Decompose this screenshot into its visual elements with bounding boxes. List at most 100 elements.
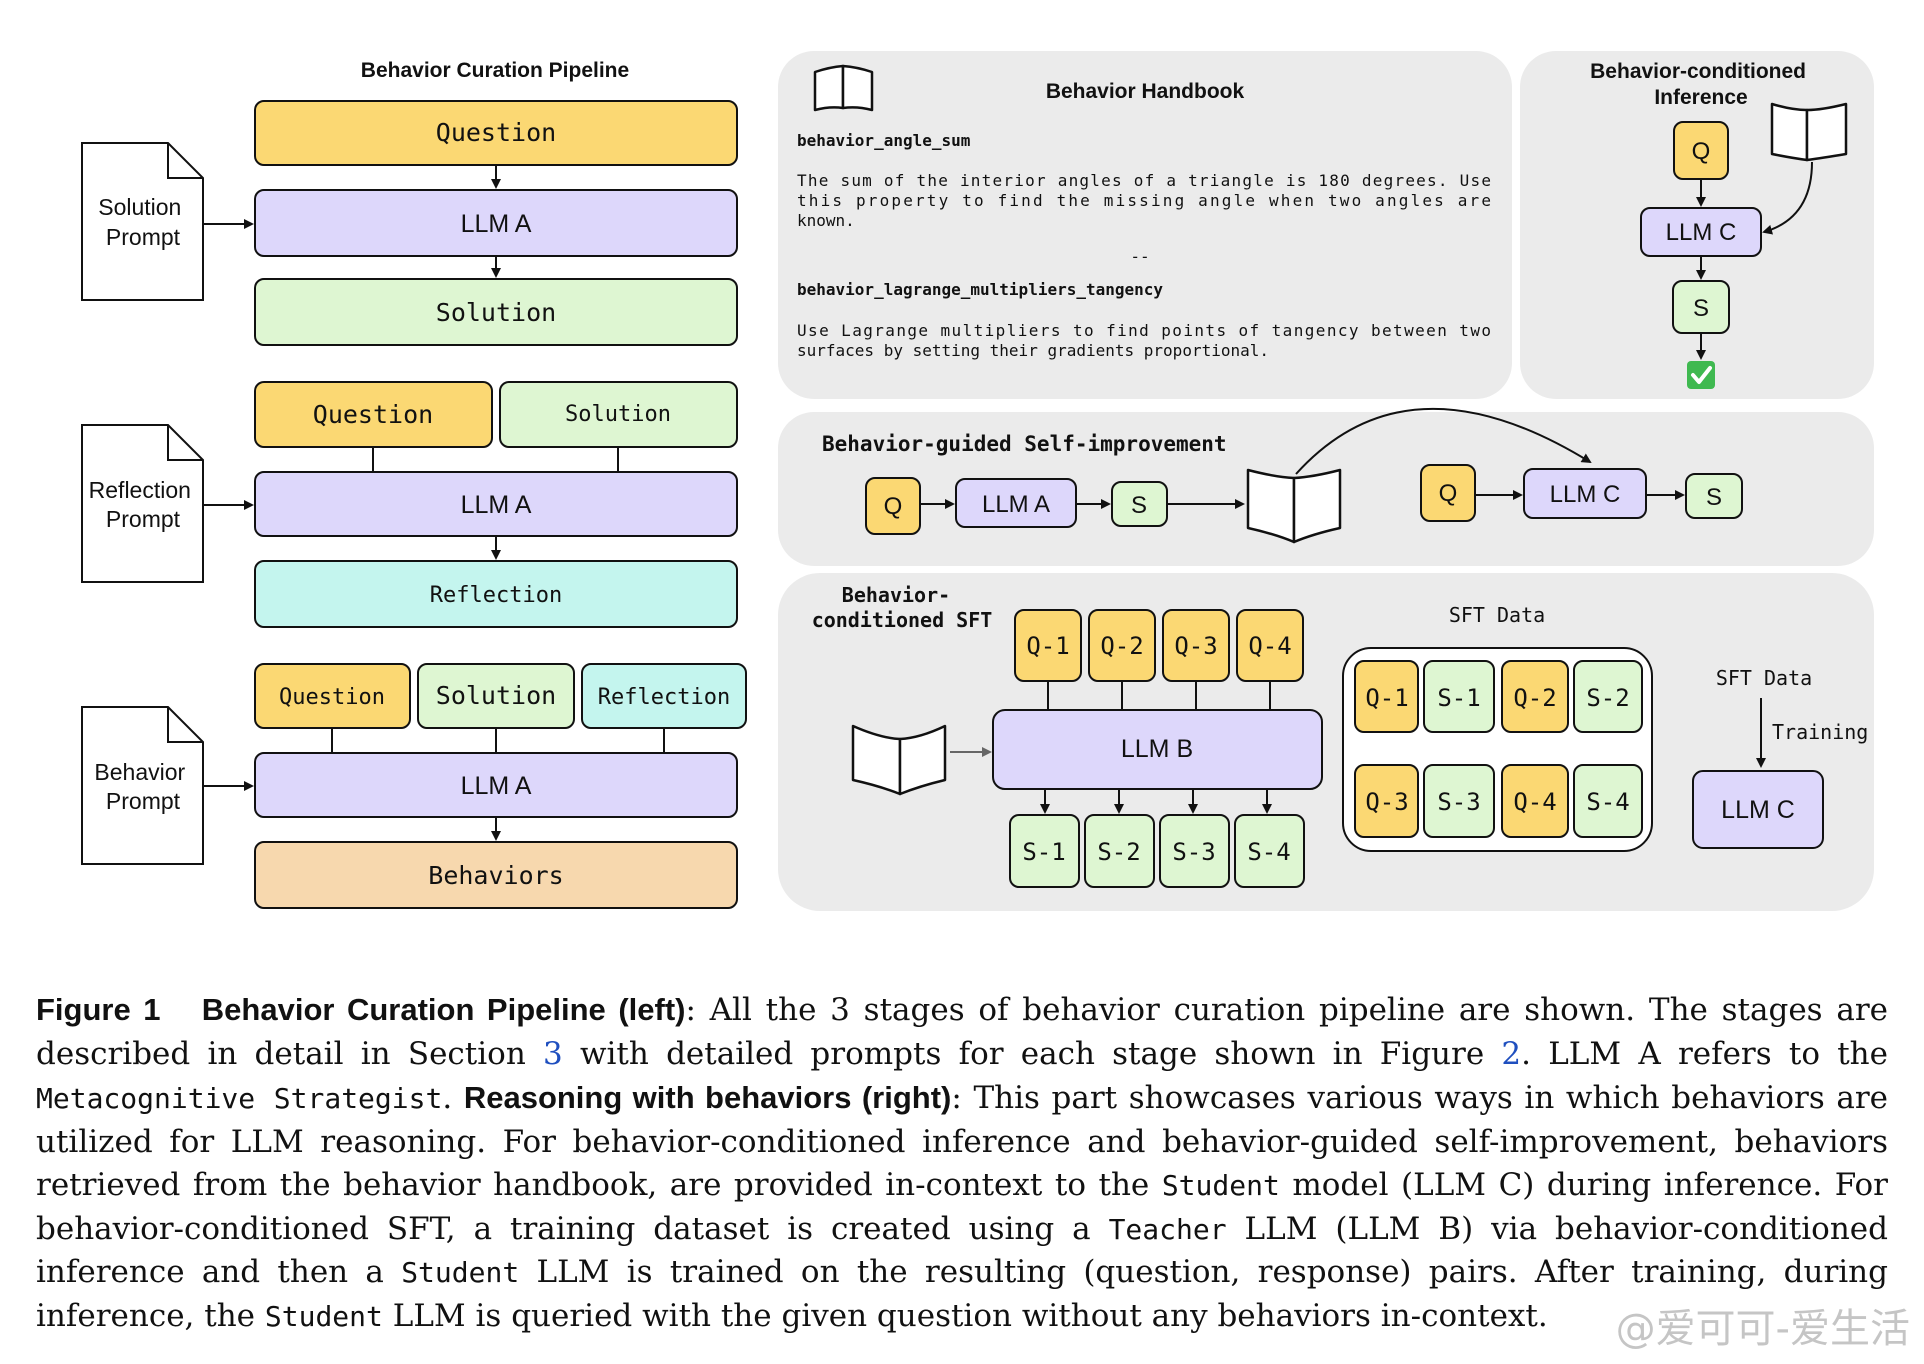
- s-box: [1084, 814, 1155, 888]
- caption-text: with detailed prompts for each stage sho…: [562, 1035, 1502, 1072]
- behaviors-box: [254, 841, 738, 909]
- llm-c-box: [1523, 468, 1647, 519]
- figure-reference-link[interactable]: 2: [1501, 1035, 1522, 1072]
- solution-prompt-label: Solution Prompt: [98, 194, 188, 250]
- caption-text: .: [442, 1080, 464, 1116]
- s-label: S-3: [1172, 838, 1215, 866]
- training-label: Training: [1772, 720, 1868, 744]
- reflection-label: Reflection: [598, 685, 730, 710]
- s-label: S: [1706, 484, 1722, 511]
- s-label: S-3: [1437, 788, 1480, 816]
- q-label: Q-3: [1365, 788, 1408, 816]
- llm-a-label: LLM A: [982, 491, 1050, 518]
- open-book-icon: [851, 724, 947, 796]
- stage-3: Behavior Prompt Question Solution Reflec…: [81, 663, 747, 909]
- sft-pair-row: Q-3 S-3 Q-4 S-4: [1354, 764, 1643, 838]
- solution-box: [499, 381, 738, 448]
- caption-code: Student: [1161, 1169, 1280, 1202]
- llm-a-label: LLM A: [461, 210, 532, 238]
- right-heading: Reasoning with behaviors (right): [463, 1080, 952, 1115]
- caption-text: : This part showcases various ways in wh…: [36, 1080, 1888, 1203]
- watermark: @爱可可-爱生活: [1615, 1306, 1910, 1352]
- q-box: [1354, 764, 1419, 838]
- q-label: Q-4: [1513, 788, 1556, 816]
- solution-prompt-doc-icon: [81, 142, 204, 301]
- handbook-separator: --: [1130, 247, 1149, 266]
- open-book-icon: [813, 64, 874, 112]
- q-label: Q: [884, 493, 903, 520]
- q-box: [1501, 764, 1569, 838]
- question-label: Question: [436, 118, 556, 147]
- llm-a-label: LLM A: [461, 491, 532, 519]
- llm-a-label: LLM A: [461, 772, 532, 800]
- left-heading: Behavior Curation Pipeline (left): [201, 992, 686, 1027]
- q-label: Q-3: [1174, 632, 1217, 660]
- caption-text: LLM is trained on the resulting (questio…: [36, 1254, 1888, 1334]
- caption-text: model (LLM C) during inference. For beha…: [36, 1167, 1889, 1247]
- behavior-description: The sum of the interior angles of a tria…: [797, 171, 1503, 230]
- q-label: Q-4: [1248, 632, 1291, 660]
- open-book-icon: [1246, 468, 1342, 544]
- s-box: [1009, 814, 1080, 888]
- handbook-title: Behavior Handbook: [1046, 80, 1245, 103]
- caption-code: Student: [264, 1299, 383, 1333]
- q-label: Q-2: [1100, 632, 1143, 660]
- reflection-box: [581, 663, 747, 729]
- sft-data-title: SFT Data: [1449, 603, 1545, 627]
- solution-label: Solution: [436, 298, 556, 327]
- inference-title: Behavior-conditioned Inference: [1590, 60, 1812, 109]
- q-label: Q-1: [1365, 684, 1408, 712]
- s-box: [1159, 814, 1230, 888]
- sft-title: Behavior- conditioned SFT: [812, 583, 993, 632]
- behavior-name: behavior_lagrange_multipliers_tangency: [797, 280, 1163, 299]
- s-label: S: [1131, 492, 1147, 519]
- caption-code: Metacognitive Strategist: [36, 1082, 443, 1115]
- q-box: [1354, 660, 1419, 733]
- reflection-prompt-doc-icon: [81, 424, 204, 583]
- reflection-label: Reflection: [430, 583, 562, 608]
- llm-c-label: LLM C: [1666, 219, 1737, 246]
- handbook-panel: [778, 51, 1512, 399]
- solution-box: [254, 278, 738, 346]
- q-label: Q-2: [1513, 684, 1556, 712]
- caption-text: LLM is queried with the given question w…: [382, 1297, 1548, 1334]
- s-label: S-4: [1247, 838, 1290, 866]
- s-box: [1573, 660, 1643, 733]
- caption-code: Teacher: [1108, 1212, 1227, 1246]
- behaviors-label: Behaviors: [428, 861, 563, 890]
- question-label: Question: [279, 685, 385, 710]
- q-box: [1420, 464, 1476, 522]
- s-label: S-2: [1097, 838, 1140, 866]
- open-book-icon: [1770, 102, 1848, 162]
- question-box: [254, 663, 411, 729]
- solution-label: Solution: [436, 681, 556, 710]
- solution-box: [417, 663, 575, 729]
- s-box: [1234, 814, 1305, 888]
- llm-b-label: LLM B: [1121, 735, 1193, 763]
- caption-text: . LLM A refers to the: [1521, 1035, 1888, 1072]
- sft-question-row: Q-1 Q-2 Q-3 Q-4: [1014, 609, 1304, 682]
- q-label: Q: [1439, 480, 1458, 507]
- behavior-name: behavior_angle_sum: [797, 131, 971, 150]
- behavior-prompt-doc-icon: [81, 706, 204, 865]
- s-label: S-2: [1586, 684, 1629, 712]
- llm-c-label: LLM C: [1550, 481, 1621, 508]
- caption-code: Student: [401, 1256, 520, 1289]
- figure-caption: Figure 1 Behavior Curation Pipeline (lef…: [36, 988, 1888, 1338]
- solution-label: Solution: [565, 402, 671, 427]
- s-label: S: [1693, 295, 1709, 322]
- question-label: Question: [313, 400, 433, 429]
- figure-diagram: Behavior Curation Pipeline Solution Prom…: [81, 51, 1874, 911]
- pipeline-title: Behavior Curation Pipeline: [361, 59, 629, 82]
- caption-text: LLM (LLM B) via behavior-conditioned inf…: [36, 1210, 1888, 1291]
- section-reference-link[interactable]: 3: [543, 1035, 563, 1072]
- training-data-label: SFT Data: [1716, 666, 1812, 690]
- check-mark-icon: [1687, 361, 1715, 389]
- q-label: Q: [1692, 138, 1711, 165]
- s-box: [1423, 660, 1495, 733]
- s-label: S-1: [1437, 684, 1480, 712]
- s-label: S-4: [1586, 788, 1629, 816]
- llm-c-box: [1692, 770, 1824, 849]
- q-label: Q-1: [1026, 632, 1069, 660]
- self-improvement-title: Behavior-guided Self-improvement: [822, 432, 1227, 456]
